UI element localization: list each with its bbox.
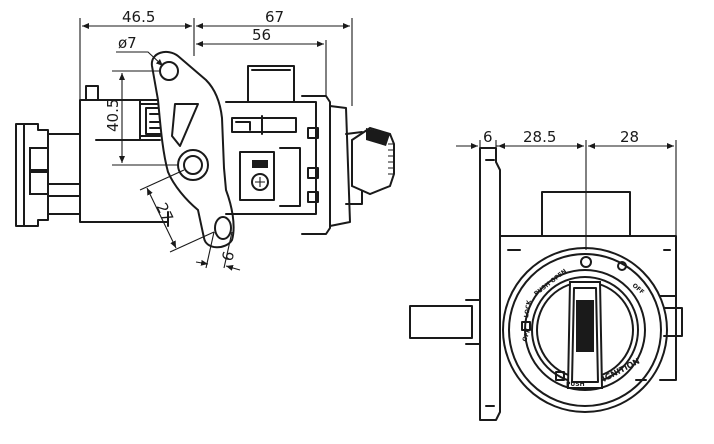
dim-67: 67 (196, 8, 353, 106)
dim-56-label: 56 (252, 26, 271, 44)
dim-28: 28 (588, 128, 677, 236)
label-push: PUSH (566, 381, 585, 388)
dim-dia-7: ø7 (116, 34, 164, 67)
label-off-alt: OFF (521, 328, 532, 343)
label-lock: LOCK (523, 299, 533, 318)
dim-40-5-label: 40.5 (104, 99, 122, 132)
dim-6-right: 6 (456, 128, 498, 149)
dim-dia-7-label: ø7 (118, 34, 137, 52)
ignition-dial (502, 247, 668, 413)
side-view: 46.5 67 56 ø7 40.5 (15, 8, 395, 271)
dim-28-label: 28 (620, 128, 639, 146)
dim-6-left: 6 (195, 231, 241, 271)
dim-6-left-label: 6 (218, 249, 238, 263)
dim-46-5-label: 46.5 (122, 8, 155, 26)
shafts (409, 299, 683, 345)
dim-46-5: 46.5 (79, 8, 195, 100)
dim-56: 56 (196, 26, 327, 96)
flange-and-knob (301, 95, 395, 235)
connector-plug (15, 123, 81, 227)
mounting-bracket (150, 50, 235, 249)
middle-housing (225, 65, 317, 215)
dim-40-5: 40.5 (104, 70, 178, 166)
front-view: IGNITION PUSH OPEN PUSH OFF LOCK OFF 6 2… (409, 128, 683, 421)
dim-6-right-label: 6 (483, 128, 493, 146)
dim-28-5-label: 28.5 (523, 128, 556, 146)
dim-28-5: 28.5 (498, 128, 587, 250)
front-housing (499, 191, 677, 405)
dim-67-label: 67 (265, 8, 284, 26)
mounting-plate (479, 147, 501, 421)
